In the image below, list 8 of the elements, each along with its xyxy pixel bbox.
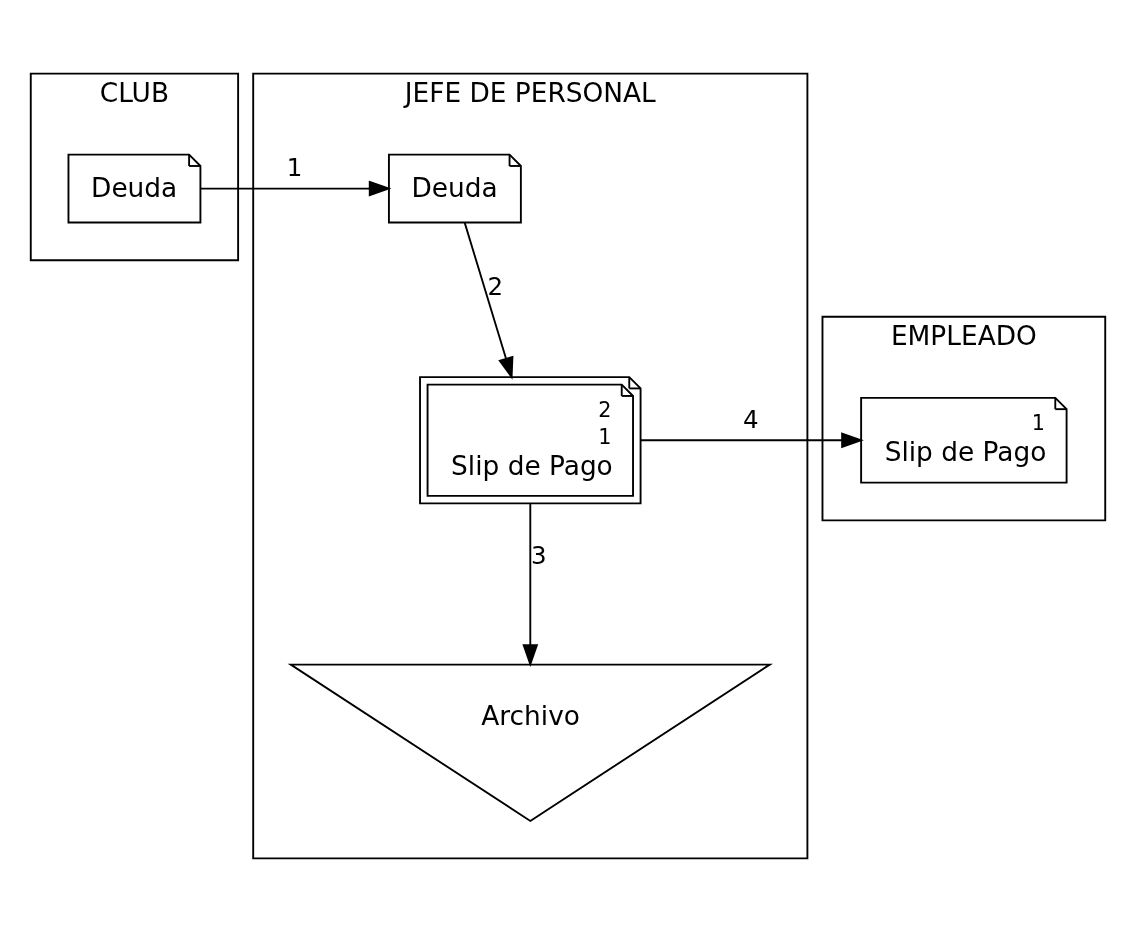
edge-label: 1 [286, 152, 303, 182]
edge-label: 4 [743, 404, 759, 434]
arrow [522, 502, 539, 667]
edge-label: 3 [530, 540, 547, 570]
arrow [199, 180, 392, 197]
arrow [639, 431, 864, 448]
arrow [463, 221, 514, 380]
edge-label: 2 [487, 271, 504, 301]
